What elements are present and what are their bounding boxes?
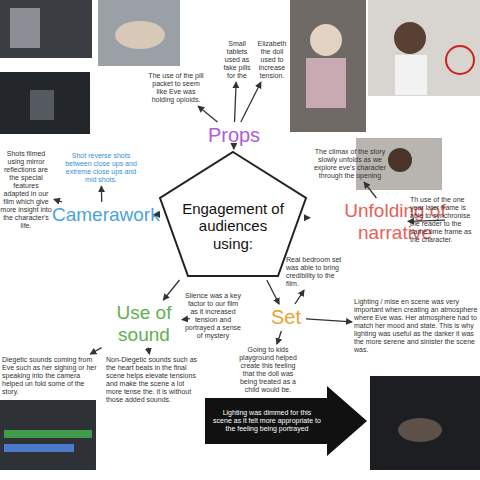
photo-detail [115, 21, 165, 49]
branch-label: Props [205, 124, 263, 147]
timeline-track [4, 430, 92, 438]
branch-label: Set [268, 306, 304, 329]
shape-outline [205, 386, 367, 456]
node-text: Shots filmed using mirror reflections ar… [0, 150, 52, 230]
connector-arrow [198, 106, 217, 122]
note-text: Non-Diegetic sounds such as the heart be… [106, 356, 202, 404]
branch-label: Camerawork [52, 204, 152, 226]
node-text: Lighting was dimmed for this scene as it… [213, 409, 321, 433]
connector-arrow [182, 318, 190, 320]
photo-detail [398, 418, 442, 442]
node-text: Th use of the one year later frame is ab… [410, 196, 480, 244]
photo-detail [394, 22, 426, 54]
connector-arrow [241, 82, 261, 122]
node-text: Going to kids playground helped create t… [236, 346, 300, 394]
note-text: Shot reverse shots between close ups and… [64, 152, 138, 184]
note-text: Th use of the one year later frame is ab… [410, 196, 480, 244]
shape-outline [160, 152, 306, 276]
branch-title: Camerawork [52, 204, 152, 226]
photo [370, 376, 480, 470]
note-text: Lighting / mise en scene was very import… [354, 298, 480, 354]
connector-arrow [267, 280, 279, 304]
photo-detail [30, 90, 54, 120]
photo-detail [446, 46, 474, 74]
connector-arrow [364, 182, 376, 198]
photo [0, 72, 90, 134]
branch-title: Use of sound [100, 302, 188, 346]
connector-arrow [277, 331, 281, 344]
photo-detail [388, 148, 412, 172]
photo [356, 138, 442, 190]
note-text: Going to kids playground helped create t… [236, 346, 300, 394]
note-text: The climax of the story slowly unfolds a… [312, 148, 388, 180]
note-text: Shots filmed using mirror reflections ar… [0, 150, 52, 230]
photo [98, 0, 180, 66]
note-text: Elizabeth the doll used to increase tens… [254, 40, 290, 80]
connector-arrow [163, 280, 179, 300]
photo [0, 0, 92, 58]
branch-title: Set [268, 306, 304, 329]
note-text: Diegetic sounds coming from Eve such as … [2, 356, 100, 396]
connector-arrow [408, 220, 445, 221]
photo-detail [306, 58, 346, 108]
photo [290, 0, 366, 132]
node-text: Real bedroom set was able to bring credi… [286, 256, 346, 288]
node-text: Lighting / mise en scene was very import… [354, 298, 480, 354]
node-text: The climax of the story slowly unfolds a… [312, 148, 388, 180]
node-text: Shot reverse shots between close ups and… [64, 152, 138, 184]
node-text: Engagement of audiences using: [180, 200, 286, 252]
node-text: Non-Diegetic sounds such as the heart be… [106, 356, 202, 404]
node-text: Elizabeth the doll used to increase tens… [254, 40, 290, 80]
connector-arrow [54, 199, 62, 202]
connector-arrow [148, 348, 149, 354]
connector-arrow [295, 290, 304, 304]
branch-label: Use of sound [100, 302, 188, 346]
note-text: Small tablets used as fake pills for the [220, 40, 254, 80]
connector-arrow [233, 148, 234, 149]
timeline-track [4, 444, 74, 452]
central-pentagon: Engagement of audiences using: [158, 150, 308, 278]
connector-arrow [235, 82, 237, 122]
node-text: The use of the pill packet to seem like … [148, 72, 204, 104]
photo [368, 0, 480, 96]
connector-arrow [90, 348, 101, 354]
note-text: Silence was a key factor to our film as … [184, 292, 242, 340]
connector-arrow [154, 214, 156, 215]
note-text: The use of the pill packet to seem like … [148, 72, 204, 104]
connector-arrow [101, 186, 103, 202]
black-arrow-box: Lighting was dimmed for this scene as it… [205, 386, 367, 456]
photo-detail [395, 55, 427, 95]
node-text: Diegetic sounds coming from Eve such as … [2, 356, 100, 396]
connector-arrow [306, 319, 352, 322]
note-text: Real bedroom set was able to bring credi… [286, 256, 346, 288]
photo-detail [310, 24, 342, 56]
node-text: Silence was a key factor to our film as … [184, 292, 242, 340]
node-text: Small tablets used as fake pills for the [220, 40, 254, 80]
branch-title: Props [205, 124, 263, 147]
timeline-screenshot [0, 400, 96, 470]
photo-detail [10, 8, 40, 48]
